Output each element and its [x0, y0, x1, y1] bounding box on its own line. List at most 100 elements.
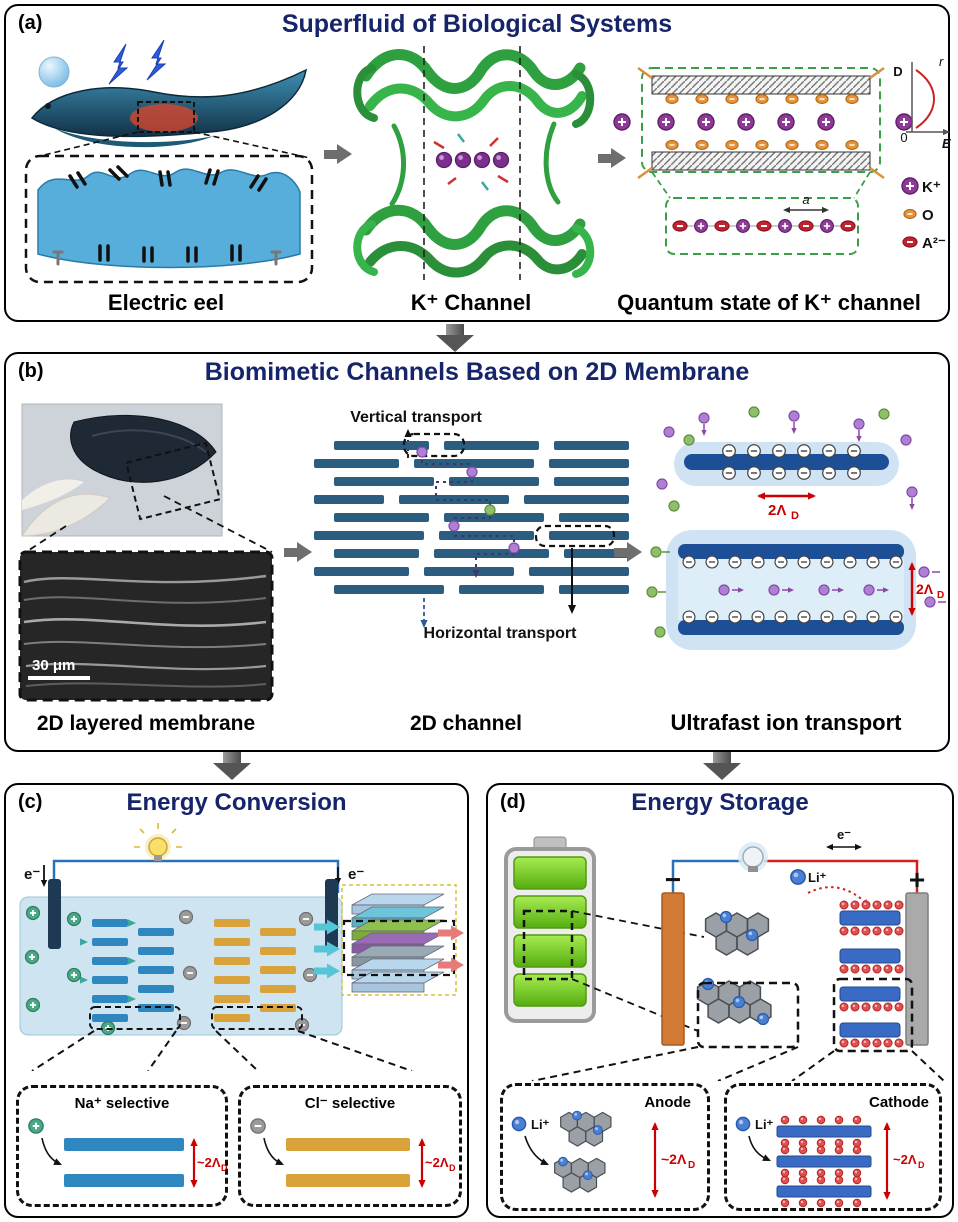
- li-migration-arrow: [807, 886, 869, 906]
- wire-positive: [764, 859, 919, 893]
- debye-label-top: 2Λ: [768, 502, 786, 519]
- panel-d-title: Energy Storage: [631, 789, 809, 816]
- horizontal-highlight-box: [534, 524, 616, 548]
- stack-zoom-rect: [342, 919, 456, 977]
- energy-storage-schematic: e⁻ − + Li⁺: [504, 827, 945, 1081]
- anode-graphene-stack: [696, 910, 772, 1026]
- panel-b-label: (b): [18, 360, 44, 382]
- na-debye-label-sub: D: [221, 1163, 228, 1173]
- cathode-slab-2: [776, 1155, 872, 1168]
- nanochannel: 2Λ D: [646, 530, 946, 650]
- ultrafast-transport-schematic: 2Λ D: [646, 406, 946, 650]
- cl-debye-label: ~2Λ: [425, 1155, 449, 1170]
- cl-zoom-rect: [211, 1006, 303, 1030]
- right-electrode: [325, 879, 338, 949]
- panel-b-title: Biomimetic Channels Based on 2D Membrane: [204, 358, 750, 386]
- vertical-transport-label: Vertical transport: [350, 409, 482, 426]
- cathode-box: Cathode Li⁺ ~2Λ D: [724, 1083, 942, 1211]
- cathode-debye-label: ~2Λ: [893, 1152, 917, 1167]
- cl-selective-schematic: ~2Λ D: [249, 1117, 456, 1188]
- zoom-lines: [531, 1046, 945, 1081]
- 2d-channel-schematic: Vertical transport Horizontal transport: [314, 409, 629, 642]
- li-ion-label: Li⁺: [808, 870, 827, 885]
- eel-zoom-rect: [137, 101, 195, 133]
- side-chains: [433, 133, 509, 191]
- panel-d: (d) Energy Storage e⁻ − + Li⁺: [486, 783, 954, 1218]
- zoom-connector-lines: [651, 171, 871, 199]
- caption-2d-channel: 2D channel: [409, 712, 523, 735]
- electron-left-label: e⁻: [24, 866, 40, 883]
- energy-conversion-schematic: e⁻ e⁻: [19, 823, 464, 1071]
- cathode-slab-1: [776, 1125, 872, 1138]
- arrow-channel-to-quantum-icon: [598, 148, 626, 168]
- legend-a-icon: [902, 236, 918, 248]
- panel-b: (b) Biomimetic Channels Based on 2D Memb…: [4, 352, 950, 752]
- quantum-state-illustration: a D r 0 E K⁺ O A²⁻: [613, 54, 951, 255]
- arrow-b-to-d-icon: [703, 752, 741, 780]
- panel-a-title: Superfluid of Biological Systems: [281, 10, 673, 38]
- caption-electric-eel: Electric eel: [107, 290, 225, 315]
- bulb-icon: [738, 842, 768, 872]
- stacked-membrane-3d: [314, 884, 464, 996]
- charged-plates: [637, 66, 885, 180]
- caption-ultrafast: Ultrafast ion transport: [670, 710, 902, 735]
- arrow-eel-to-channel-icon: [324, 144, 352, 164]
- bulb-icon: [134, 823, 182, 861]
- debye-label-bottom-sub: D: [937, 590, 944, 601]
- scale-bar-label: 30 μm: [32, 657, 75, 674]
- na-plate-bottom: [64, 1174, 184, 1187]
- anode-zoom-rect: [696, 981, 800, 1049]
- na-plate-top: [64, 1138, 184, 1151]
- k-ions-row: [435, 151, 510, 169]
- legend-k-icon: [901, 177, 919, 195]
- lightning-icon: [108, 40, 167, 85]
- photo-zoom-connectors: [25, 495, 273, 553]
- cathode-li-label: Li⁺: [755, 1117, 774, 1132]
- na-selective-title: Na⁺ selective: [74, 1095, 170, 1112]
- wire-negative: [671, 859, 742, 893]
- electron-right-label: e⁻: [348, 866, 364, 883]
- panel-d-label: (d): [500, 791, 526, 813]
- legend-o-label: O: [922, 207, 934, 224]
- scale-bar: [28, 676, 90, 680]
- k-channel-illustration: [353, 46, 595, 280]
- cathode-slab-3: [776, 1185, 872, 1198]
- cathode-zoom-rect: [832, 977, 914, 1053]
- anchor-marks: [52, 250, 282, 266]
- graph-e-label: E: [942, 136, 951, 151]
- channel-ions: [646, 546, 946, 638]
- caption-2d-membrane: 2D layered membrane: [36, 712, 256, 735]
- cl-selective-title: Cl⁻ selective: [304, 1095, 396, 1112]
- na-zoom-rect: [89, 1006, 181, 1030]
- channel-dashed-box: [641, 67, 881, 173]
- panel-c: (c) Energy Conversion e⁻ e⁻: [4, 783, 469, 1218]
- cl-plate-top: [286, 1138, 410, 1151]
- lattice-spacing-label: a: [802, 192, 809, 207]
- na-selective-schematic: ~2Λ D: [27, 1117, 228, 1188]
- single-nanosheet: 2Λ D: [656, 406, 918, 522]
- vertical-highlight-box: [402, 432, 466, 458]
- legend-o-icon: [903, 208, 917, 220]
- cathode-schematic: Li⁺ ~2Λ D: [735, 1115, 925, 1208]
- protein-ribbons: [353, 49, 595, 278]
- legend-k-label: K⁺: [922, 179, 941, 196]
- cl-selective-box: Cl⁻ selective ~2Λ D: [238, 1085, 462, 1207]
- cl-plate-bottom: [286, 1174, 410, 1187]
- ion-channel-marks: [68, 165, 268, 263]
- anode-hex-cluster-1: [560, 1110, 612, 1147]
- graph-origin-label: 0: [900, 130, 907, 145]
- electric-eel-illustration: [24, 40, 314, 284]
- potassium-ions: [613, 113, 913, 131]
- anode-title: Anode: [644, 1094, 691, 1111]
- anode-schematic: Li⁺ ~2Λ D: [511, 1110, 695, 1198]
- cathode-current-collector: [905, 892, 929, 1046]
- cell-membrane: [37, 165, 301, 269]
- cation-membrane: [92, 919, 174, 1022]
- horizontal-transport-label: Horizontal transport: [424, 625, 578, 642]
- na-debye-label: ~2Λ: [197, 1155, 221, 1170]
- arrow-a-to-b-icon: [436, 324, 474, 352]
- caption-quantum-state: Quantum state of K⁺ channel: [617, 290, 921, 315]
- anode-box: Anode Li⁺ ~2Λ D: [500, 1083, 710, 1211]
- anode-hex-cluster-2: [554, 1156, 606, 1193]
